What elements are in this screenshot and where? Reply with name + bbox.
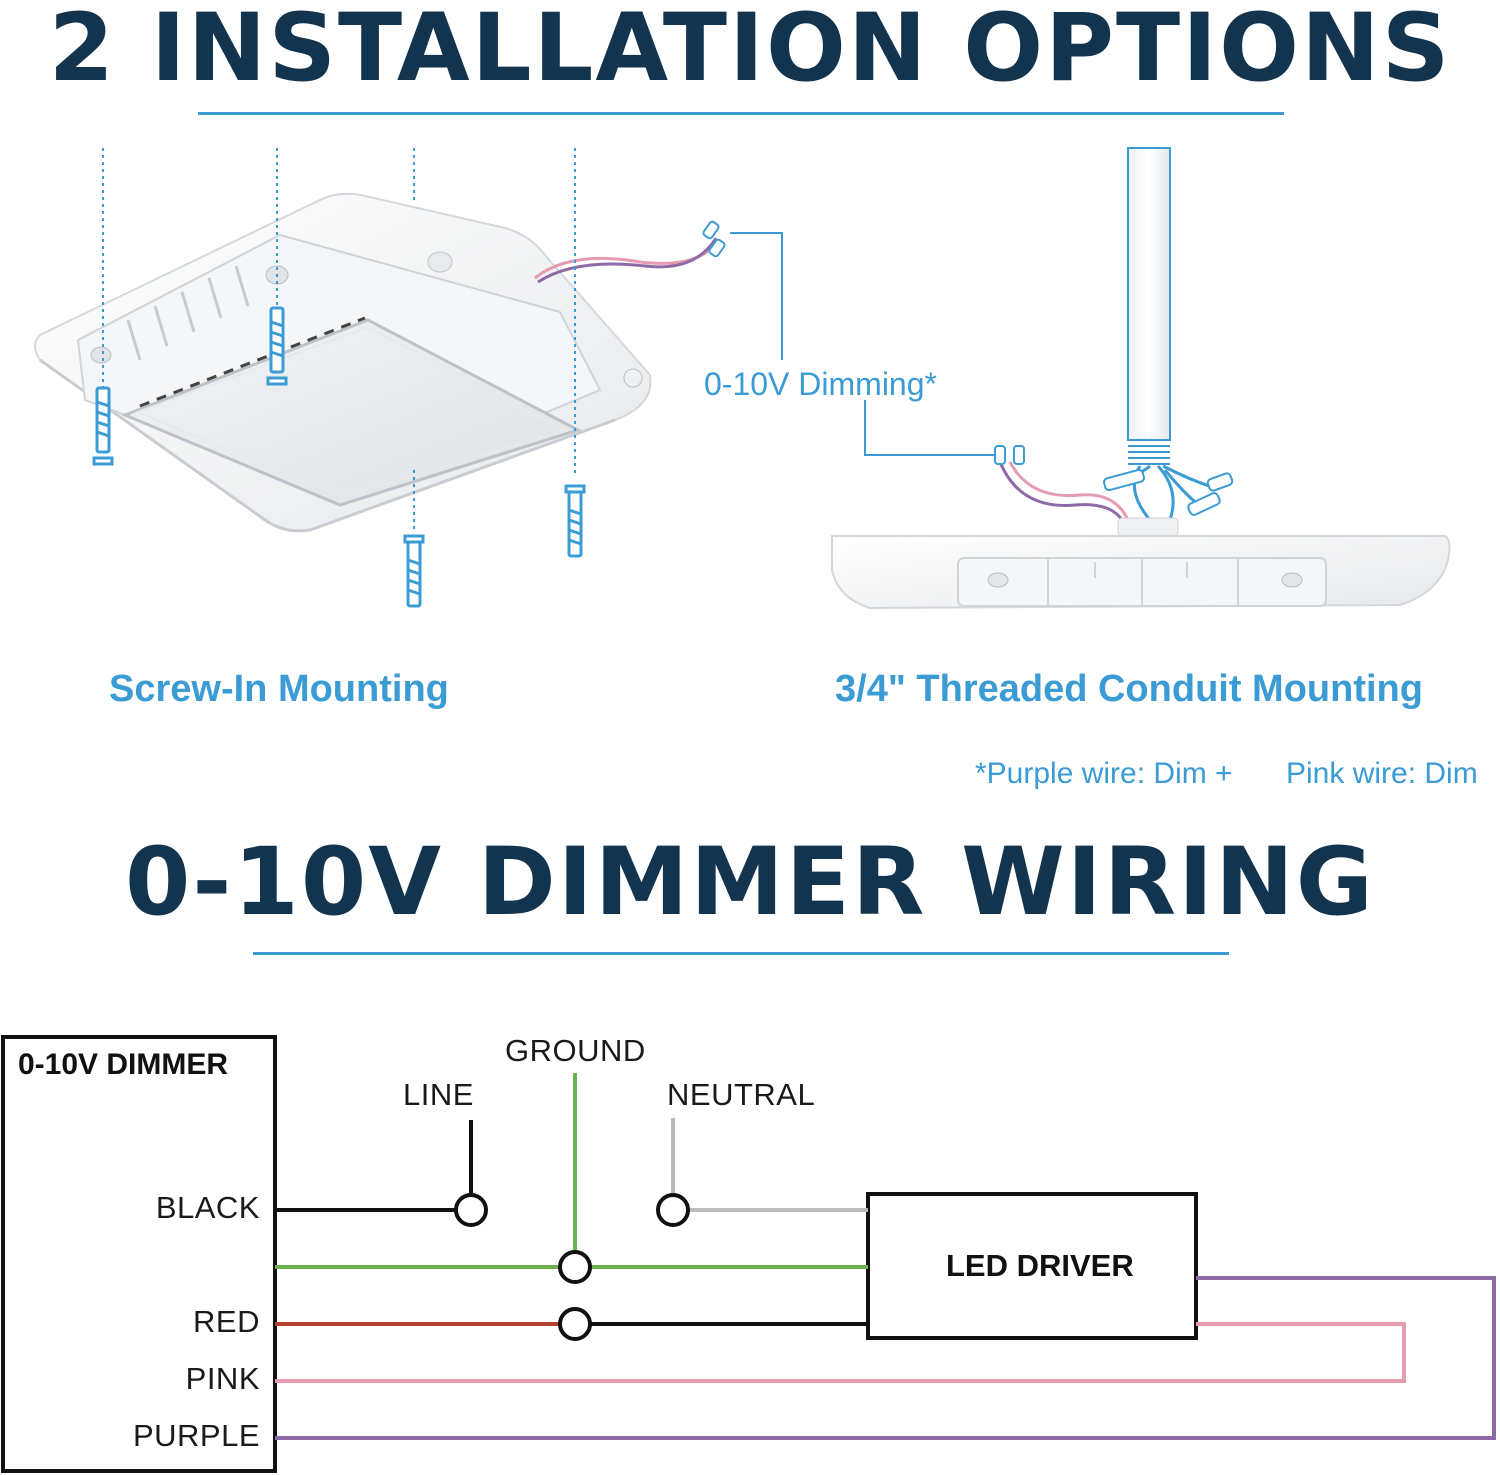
title-underline [198, 112, 1284, 115]
screw-guides [102, 148, 576, 530]
wiring-title-underline [253, 952, 1229, 955]
purple-wire-note: *Purple wire: Dim + [975, 757, 1233, 790]
screw-icons [92, 306, 586, 608]
dimming-callout-lines [730, 232, 995, 456]
pink-wire-note: Pink wire: Dim [1286, 757, 1478, 790]
line-label: LINE [403, 1077, 474, 1112]
wiring-title: 0-10V DIMMER WIRING [125, 828, 1375, 937]
neutral-label: NEUTRAL [667, 1077, 816, 1112]
conduit-fixture [831, 147, 1451, 610]
ground-label: GROUND [505, 1033, 646, 1068]
dimmer-title: 0-10V DIMMER [18, 1048, 229, 1081]
neutral-terminal [656, 1193, 690, 1227]
dimmer-wire-black: BLACK [155, 1190, 260, 1225]
dimming-label: 0-10V Dimming* [704, 366, 937, 402]
ground-terminal [558, 1250, 592, 1284]
dimmer-wire-purple: PURPLE [132, 1418, 260, 1453]
screw-in-fixture [34, 192, 726, 533]
wiring-diagram [1, 1035, 1496, 1473]
red-terminal [558, 1307, 592, 1341]
conduit-caption: 3/4" Threaded Conduit Mounting [835, 668, 1423, 710]
pink-wire [275, 1322, 1406, 1383]
screw-in-caption: Screw-In Mounting [109, 668, 449, 710]
installation-title: 2 INSTALLATION OPTIONS [48, 0, 1452, 103]
led-driver-label: LED DRIVER [946, 1248, 1134, 1283]
purple-wire [275, 1276, 1496, 1440]
dimmer-wire-red: RED [193, 1304, 260, 1339]
dimmer-box [1, 1035, 277, 1473]
line-terminal [454, 1193, 488, 1227]
dimmer-wire-pink: PINK [185, 1361, 260, 1396]
